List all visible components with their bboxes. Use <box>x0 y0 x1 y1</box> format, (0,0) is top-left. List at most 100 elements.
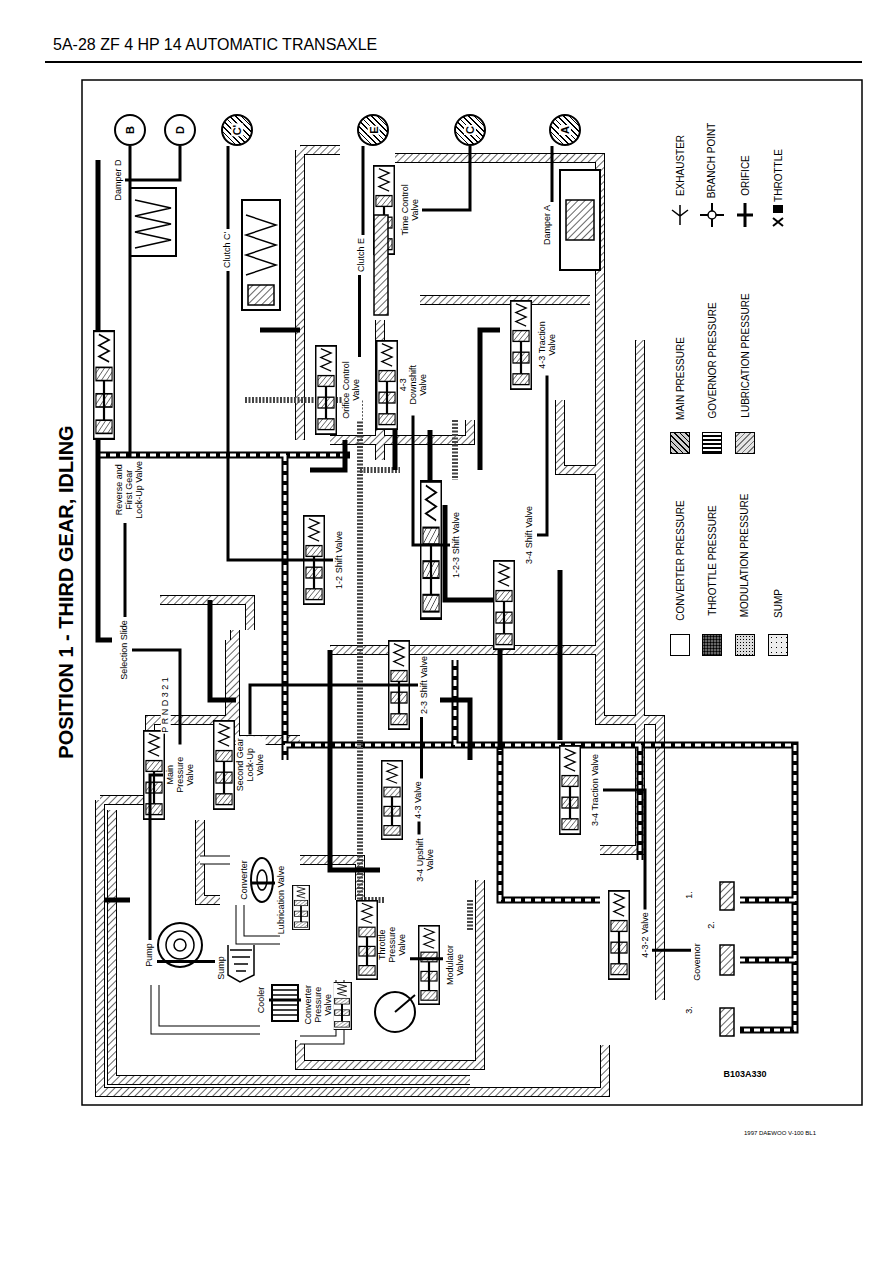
component-name: Clutch E <box>357 237 367 273</box>
valve-label: 1-2-3 Shift Valve <box>450 509 464 581</box>
legend-entry: BRANCH POINT <box>706 120 719 200</box>
component-name: Orifice Control Valve <box>342 359 362 421</box>
component-name: Converter <box>240 859 250 901</box>
legend-text: MODULATION PRESSURE <box>739 492 750 618</box>
connection-circle: C <box>454 114 486 146</box>
governor-piston <box>720 1008 734 1036</box>
component-name: Damper A <box>543 204 553 246</box>
connection-circle: C' <box>221 114 253 146</box>
legend-text: THROTTLE <box>772 148 783 203</box>
component-name: Modulator Valve <box>445 941 465 988</box>
valve-label: 3-4 Upshift Valve <box>413 835 437 886</box>
pump-and-oil-circuit <box>158 858 415 1032</box>
valve-label: 2-3 Shift Valve <box>418 653 432 717</box>
spring <box>246 215 276 275</box>
damper-body <box>560 170 600 270</box>
component-name: Second Gear Lock-Up Valve <box>235 736 265 793</box>
valve-body <box>293 885 310 929</box>
converter-torus <box>251 858 273 902</box>
component-name: Cooler <box>257 986 267 1015</box>
legend-text: ORIFICE <box>739 154 750 197</box>
pipe-connector <box>420 717 423 779</box>
component-name: Converter Pressure Valve <box>303 976 333 1033</box>
component-name: 4-3 Downshift Valve <box>398 356 428 413</box>
label-box: P R N D 3 2 1 <box>159 676 171 735</box>
valve-bodies <box>94 166 630 1030</box>
pipe-connector <box>150 775 163 940</box>
throttle-symbol <box>773 205 783 213</box>
component-name: 3-4 Upshift Valve <box>415 836 435 883</box>
cam-lever <box>395 995 415 1012</box>
valve-body <box>214 721 235 809</box>
pipe-outline <box>100 150 660 1092</box>
valve-body <box>382 761 403 839</box>
orifice-symbol <box>737 203 753 227</box>
legend-text: GOVERNOR PRESSURE <box>707 301 718 419</box>
legend-entry: THROTTLE PRESSURE <box>706 503 719 618</box>
component-name: 4-3 Valve <box>413 780 423 819</box>
circle-letter: C' <box>231 124 243 137</box>
label-box: 5A-28 ZF 4 HP 14 AUTOMATIC TRANSAXLE <box>52 36 378 54</box>
valve-label: Clutch E <box>355 235 369 275</box>
component-name: Reverse and First Gear Lock-Up Valve <box>115 459 145 521</box>
label-box: 3. <box>684 1004 696 1016</box>
valve-label: Damper D <box>111 157 125 204</box>
legend-entry: GOVERNOR PRESSURE <box>706 300 719 420</box>
legend-swatch <box>702 432 722 454</box>
pipe-connector <box>125 146 180 180</box>
page-header: 5A-28 ZF 4 HP 14 AUTOMATIC TRANSAXLE <box>52 36 378 54</box>
component-name: Lubrication Valve <box>277 865 287 935</box>
valve-body <box>377 341 398 429</box>
legend-swatch <box>702 634 722 656</box>
pipe-connector <box>129 146 132 457</box>
valve-label: 4-3 Valve <box>411 779 425 822</box>
converter-torus <box>257 870 267 890</box>
throttle-lines <box>245 400 470 930</box>
branch-point-symbol <box>700 203 724 227</box>
valve-label: 3-4 Traction Valve <box>589 751 603 829</box>
component-name: Selection Slide <box>120 619 130 681</box>
valve-label: Clutch C' <box>221 229 235 271</box>
connection-circle: E <box>357 114 389 146</box>
exhauster-symbol <box>672 205 688 225</box>
valve-body <box>494 561 515 649</box>
valve-body <box>560 746 581 834</box>
component-name: Time Control Valve <box>400 181 420 238</box>
valve-label: Orifice Control Valve <box>340 357 364 423</box>
valve-label: Converter <box>238 857 252 903</box>
component-name: Pump <box>145 942 155 968</box>
component-name: 3-4 Shift Valve <box>525 505 535 565</box>
valve-label: 4-3-2 Valve <box>638 910 652 961</box>
valve-body <box>511 301 532 389</box>
valve-label: Pump <box>143 940 157 970</box>
pipe-connector <box>228 271 333 560</box>
valve-label: Sump <box>215 953 229 983</box>
label: 2. <box>707 920 717 930</box>
title-box: POSITION 1 - THIRD GEAR, IDLING <box>53 424 77 761</box>
pump-gear <box>166 931 194 959</box>
legend-symbols <box>672 203 783 227</box>
valve-body <box>94 331 115 439</box>
component-name: Clutch C' <box>223 231 233 269</box>
valve-label: Cooler <box>255 984 269 1017</box>
valve-label: Modulator Valve <box>443 940 467 991</box>
legend-entry: MODULATION PRESSURE <box>739 491 752 619</box>
connection-circle: D <box>164 114 196 146</box>
label: 1997 DAEWOO V-100 BL1 <box>743 1130 817 1137</box>
legend-entry: MAIN PRESSURE <box>674 335 687 422</box>
valve-label: Reverse and First Gear Lock-Up Valve <box>113 457 147 523</box>
damper-body <box>130 188 176 256</box>
legend-entry: SUMP <box>772 587 785 620</box>
legend-entry: LUBRICATION PRESSURE <box>739 291 752 419</box>
label-box: 1997 DAEWOO V-100 BL1 <box>743 1130 817 1137</box>
converter-lines <box>155 860 340 1040</box>
legend-swatch <box>670 634 690 656</box>
valve-label: Damper A <box>541 202 555 248</box>
legend-swatch <box>768 634 788 656</box>
valve-label: Second Gear Lock-Up Valve <box>233 735 267 796</box>
pipe-connector <box>269 999 301 1002</box>
governor-piston <box>720 945 734 975</box>
valve-body <box>357 901 378 979</box>
component-name: Main Pressure Valve <box>165 746 195 803</box>
component-name: 1-2-3 Shift Valve <box>452 511 462 579</box>
